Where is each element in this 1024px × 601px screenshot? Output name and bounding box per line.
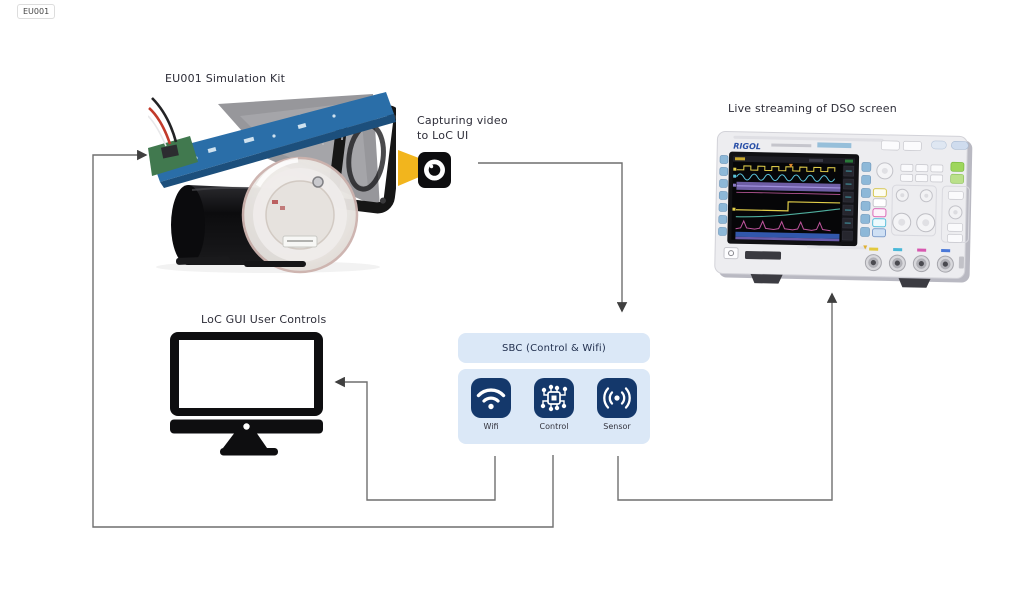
control-label: Control [539, 422, 569, 431]
sbc-title-panel: SBC (Control & Wifi) [458, 333, 650, 363]
oscilloscope-image: RIGOL [714, 131, 973, 288]
monitor-icon [170, 332, 323, 456]
circuit-chip-icon [540, 384, 568, 412]
wifi-label: Wifi [483, 422, 499, 431]
simkit-label: EU001 Simulation Kit [165, 72, 286, 85]
sensor-tile [597, 378, 637, 418]
monitor-label: LoC GUI User Controls [201, 313, 327, 326]
control-tile [534, 378, 574, 418]
sbc-module-control: Control [534, 378, 574, 444]
dso-brand-logo: RIGOL [733, 142, 761, 152]
dso-label: Live streaming of DSO screen [728, 102, 897, 115]
camera-caption-line1: Capturing video [417, 114, 508, 127]
video-camera-icon [398, 150, 451, 188]
wifi-tile [471, 378, 511, 418]
sensor-label: Sensor [603, 422, 631, 431]
connector-sensor-to-dso [617, 292, 838, 501]
connector-control-to-simkit [92, 149, 554, 528]
sbc-modules-panel: Wifi [458, 369, 650, 444]
camera-caption: Capturing video to LoC UI [417, 113, 508, 143]
connector-camera-to-sbc [478, 162, 628, 313]
connector-wifi-to-monitor [334, 376, 496, 501]
sbc-module-sensor: Sensor [597, 378, 637, 444]
camera-caption-line2: to LoC UI [417, 129, 469, 142]
page-badge: EU001 [17, 4, 56, 19]
sensor-signal-icon [603, 387, 631, 409]
sbc-title: SBC (Control & Wifi) [501, 342, 607, 354]
simkit-photo [148, 92, 396, 274]
wifi-icon [476, 388, 506, 410]
sbc-module-wifi: Wifi [471, 378, 511, 444]
